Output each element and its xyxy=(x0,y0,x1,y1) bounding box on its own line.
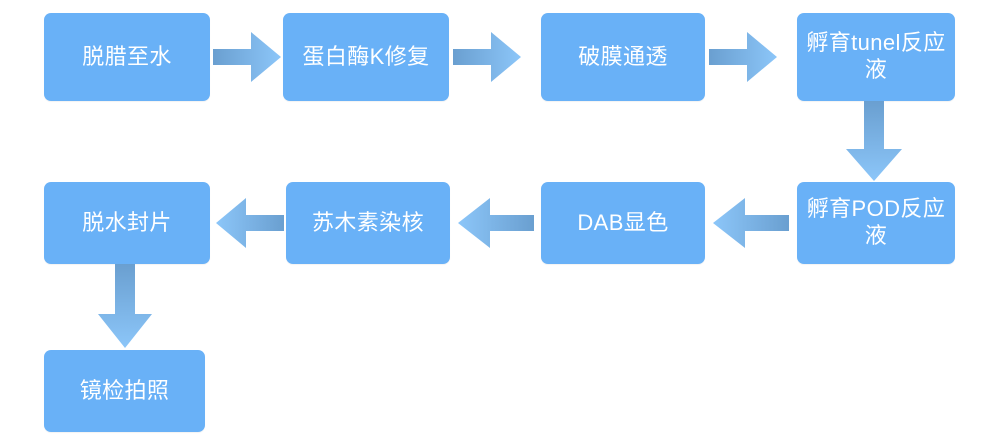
arrow-left-n6-n7 xyxy=(458,197,534,249)
flow-node-tuolazhishui[interactable]: 脱腊至水 xyxy=(44,13,210,101)
flow-node-dab-xianse[interactable]: DAB显色 xyxy=(541,182,705,264)
flow-node-fuyu-pod-fanyingye[interactable]: 孵育POD反应液 xyxy=(797,182,955,264)
arrow-down-n8-n9 xyxy=(98,264,152,348)
flow-node-label: 脱水封片 xyxy=(82,209,172,235)
flow-node-danbaimeik-xiufu[interactable]: 蛋白酶K修复 xyxy=(283,13,449,101)
flow-node-sumusu-ranhe[interactable]: 苏木素染核 xyxy=(286,182,450,264)
flow-node-label: 镜检拍照 xyxy=(79,377,170,403)
arrow-right-n2-n3 xyxy=(453,30,521,84)
flow-node-label: DAB显色 xyxy=(577,209,669,235)
arrow-right-n1-n2 xyxy=(213,30,281,84)
arrow-left-n5-n6 xyxy=(713,197,789,249)
flow-node-label: 脱腊至水 xyxy=(82,43,172,69)
flow-node-jingjian-paizhao[interactable]: 镜检拍照 xyxy=(44,350,205,432)
flow-node-tuoshui-fengpian[interactable]: 脱水封片 xyxy=(44,182,210,264)
flow-node-label: 破膜通透 xyxy=(578,43,668,69)
arrow-left-n7-n8 xyxy=(216,197,284,249)
flow-node-fuyu-tunel-fanyingye[interactable]: 孵育tunel反应液 xyxy=(797,13,955,101)
flow-node-label: 孵育POD反应液 xyxy=(806,196,946,248)
flow-node-label: 孵育tunel反应液 xyxy=(806,30,946,82)
flow-node-label: 苏木素染核 xyxy=(311,209,424,235)
arrow-right-n3-n4 xyxy=(709,30,777,84)
arrow-down-n4-n5 xyxy=(846,101,902,181)
flow-node-pomo-tongtou[interactable]: 破膜通透 xyxy=(541,13,705,101)
flow-node-label: 蛋白酶K修复 xyxy=(302,43,430,69)
